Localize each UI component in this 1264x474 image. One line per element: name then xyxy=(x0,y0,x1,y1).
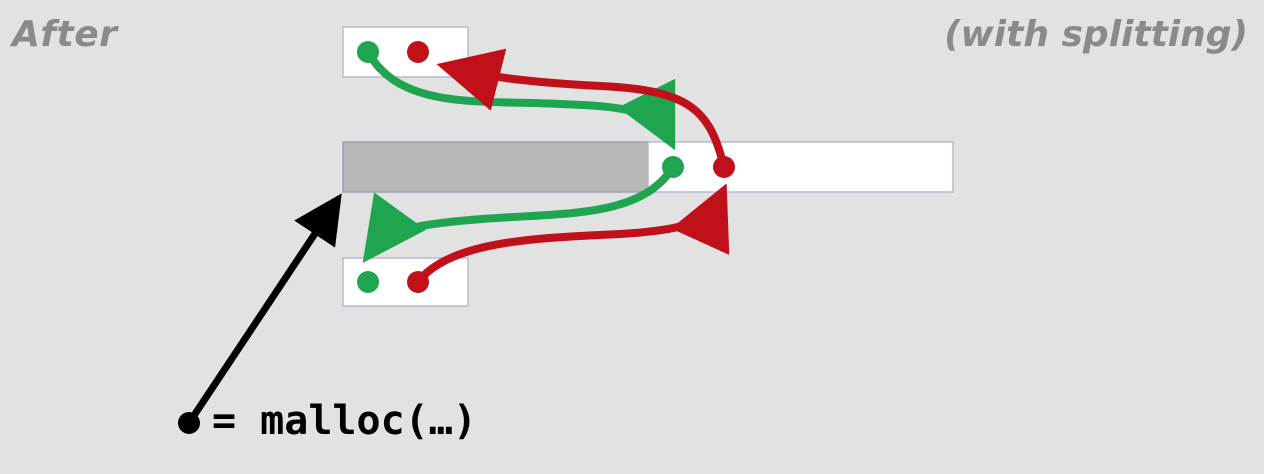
upper-prev-dot xyxy=(407,41,429,63)
remaining-free-block xyxy=(647,141,954,193)
allocated-block xyxy=(342,141,649,193)
diagram-title: After xyxy=(12,14,118,55)
lower-prev-dot xyxy=(407,271,429,293)
diagram-subtitle: (with splitting) xyxy=(944,14,1248,55)
prev-pointer-remainder-arrow xyxy=(436,48,728,171)
next-pointer-remainder-arrow xyxy=(362,163,677,263)
malloc-result-dot xyxy=(178,412,200,434)
prev-pointer-lower-arrow xyxy=(414,183,730,286)
malloc-call-label: = malloc(…) xyxy=(212,398,477,444)
upper-next-dot xyxy=(357,41,379,63)
lower-next-dot xyxy=(357,271,379,293)
next-pointer-upper-arrow xyxy=(364,48,676,151)
malloc-result-arrow xyxy=(185,193,342,427)
lower-free-block xyxy=(342,257,469,307)
remainder-prev-dot xyxy=(713,156,735,178)
remainder-next-dot xyxy=(662,156,684,178)
